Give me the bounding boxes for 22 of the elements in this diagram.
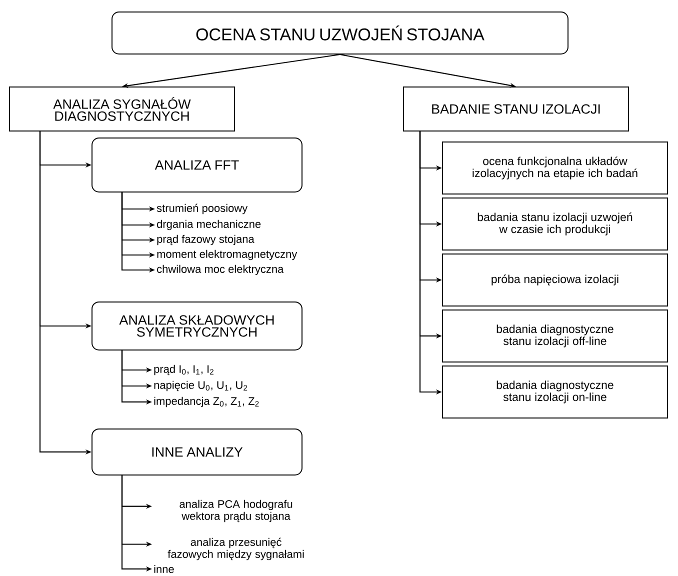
rounded-box: ANALIZA SKŁADOWYCH SYMETRYCZNYCH — [92, 302, 302, 350]
item-text: drgania mechaniczne — [157, 220, 261, 230]
rounded-box: OCENA STANU UZWOJEŃ STOJANA — [112, 12, 568, 54]
item-text: chwilowa moc elektryczna — [157, 264, 284, 276]
item-text: moment elektromagnetyczny — [157, 250, 298, 260]
item-text: impedancja Z$_{0}$, Z$_{1}$, Z$_{2}$ — [154, 396, 259, 408]
process-box: ANALIZA SYGNAŁÓW DIAGNOSTYCZNYCH — [9, 86, 235, 132]
item-text: prąd I$_{0}$, I$_{1}$, I$_{2}$ — [154, 364, 214, 376]
item-text: analiza przesunięć fazowych między sygnałami — [168, 538, 304, 560]
process-box: próba napięciowa izolacji — [442, 254, 668, 306]
process-box: badania stanu izolacji uzwojeń w czasie ich produkcji — [442, 198, 668, 250]
process-box: badania diagnostyczne stanu izolacji off-line — [442, 310, 668, 362]
item-text: strumień poosiowy — [156, 204, 248, 214]
item-text: inne — [154, 564, 174, 574]
process-box: BADANIE STANU IZOLACJI — [403, 86, 629, 132]
item-text: prąd fazowy stojana — [157, 234, 254, 246]
item-text: napięcie U$_{0}$, U$_{1}$, U$_{2}$ — [154, 380, 248, 392]
rounded-box: ANALIZA FFT — [92, 138, 302, 192]
item-text: analiza PCA hodografu wektora prądu stojana — [180, 500, 292, 522]
process-box: badania diagnostyczne stanu izolacji on-line — [442, 366, 668, 418]
rounded-box: INNE ANALIZY — [92, 428, 302, 476]
process-box: ocena funkcjonalna układów izolacyjnych na etapie ich badań — [442, 142, 668, 194]
